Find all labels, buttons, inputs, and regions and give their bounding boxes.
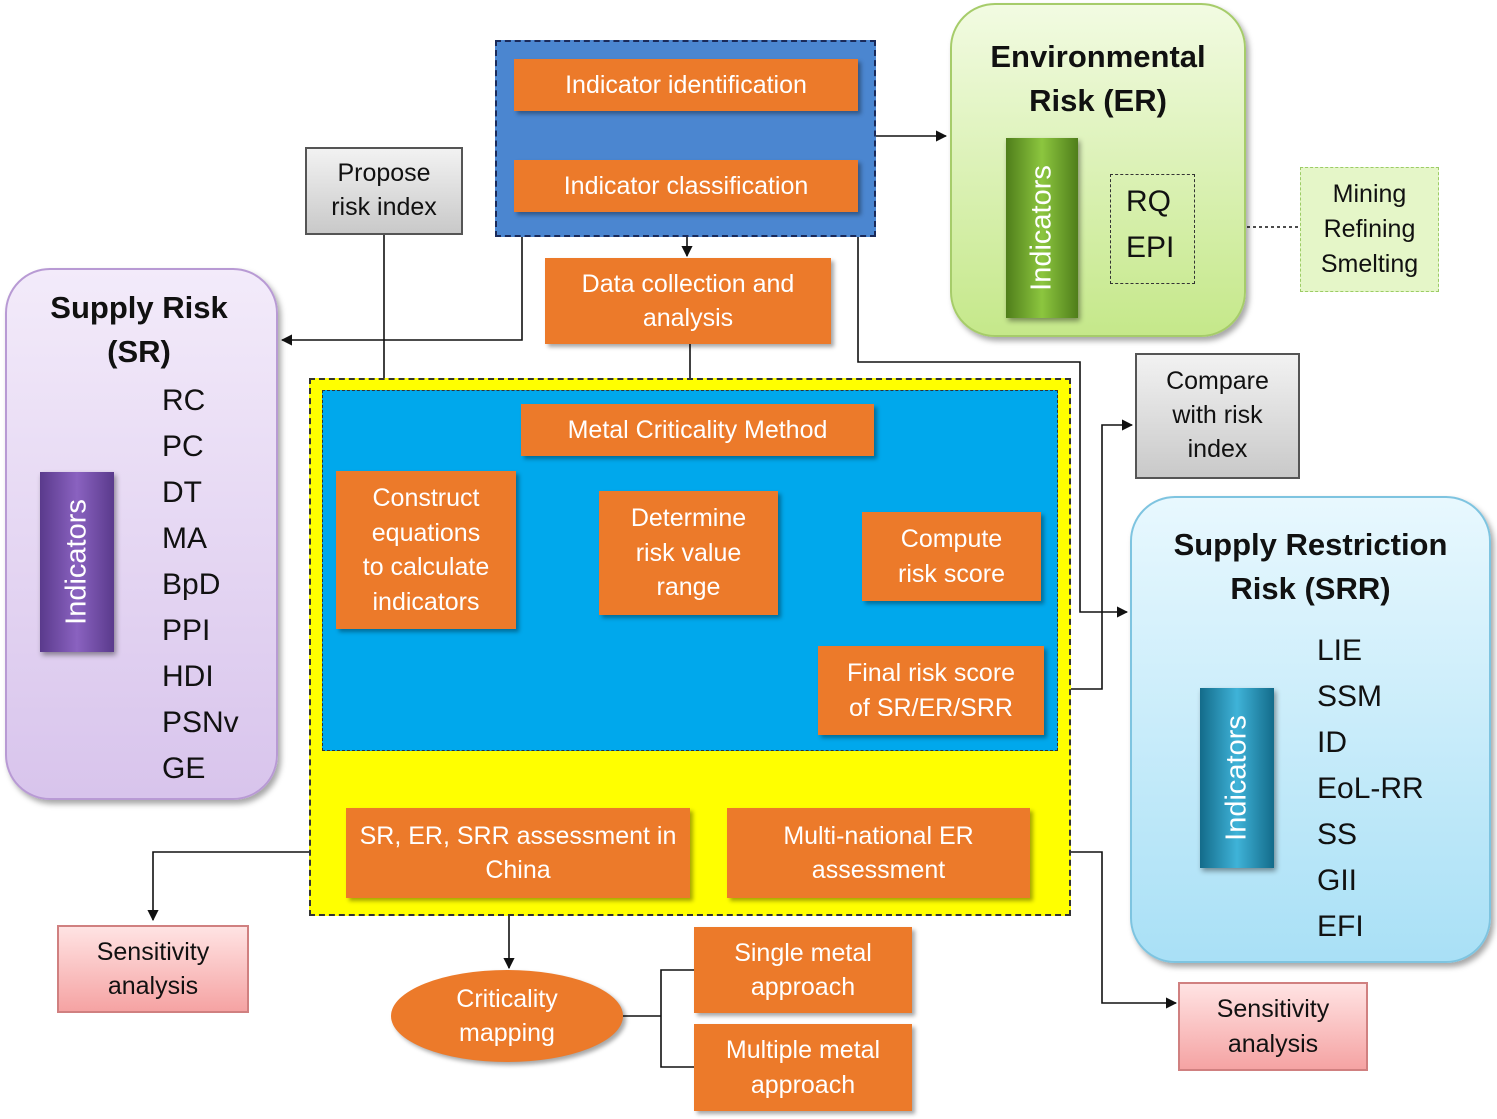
sr-indicator: RC <box>162 384 206 417</box>
compare-risk-index-box: Compare with risk index <box>1135 353 1300 479</box>
sr-indicator: DT <box>162 476 202 509</box>
supply-risk-panel: Supply Risk (SR) Indicators RC PC DT MA … <box>5 268 278 800</box>
er-indicator-group: RQ EPI <box>1110 174 1195 284</box>
supply-restriction-risk-panel: Supply Restriction Risk (SRR) Indicators… <box>1130 496 1491 963</box>
final-risk-score-box: Final risk score of SR/ER/SRR <box>818 646 1044 735</box>
multinational-er-box: Multi-national ER assessment <box>727 808 1030 898</box>
construct-equations-box: Construct equations to calculate indicat… <box>336 471 516 629</box>
indicator-identification-box: Indicator identification <box>514 59 858 111</box>
supply-risk-indicator-list: RC PC DT MA BpD PPI HDI PSNv GE <box>162 384 239 798</box>
er-indicator-list: RQ EPI <box>1126 185 1174 277</box>
single-metal-approach-box: Single metal approach <box>694 927 912 1013</box>
supply-risk-indicators-bar: Indicators <box>40 472 114 652</box>
supply-risk-title: Supply Risk (SR) <box>50 290 228 370</box>
srr-indicator: EoL-RR <box>1317 772 1424 805</box>
environmental-risk-title: Environmental Risk (ER) <box>990 39 1206 119</box>
compute-risk-score-box: Compute risk score <box>862 512 1041 601</box>
environmental-risk-indicators-bar: Indicators <box>1006 138 1078 318</box>
criticality-mapping-ellipse: Criticality mapping <box>391 970 623 1062</box>
sr-indicator: MA <box>162 522 207 555</box>
assessment-china-box: SR, ER, SRR assessment in China <box>346 808 690 898</box>
srr-indicator: SS <box>1317 818 1358 851</box>
sr-indicator: GE <box>162 752 206 785</box>
er-indicator: RQ <box>1126 185 1171 218</box>
srr-indicators-bar: Indicators <box>1200 688 1274 868</box>
determine-risk-range-box: Determine risk value range <box>599 491 778 615</box>
data-collection-box: Data collection and analysis <box>545 258 831 344</box>
sensitivity-analysis-right: Sensitivity analysis <box>1178 982 1368 1071</box>
sr-indicator: BpD <box>162 568 221 601</box>
supply-risk-indicators-label: Indicators <box>60 499 93 625</box>
er-indicator: EPI <box>1126 231 1175 264</box>
srr-indicator-list: LIE SSM ID EoL-RR SS GII EFI <box>1317 634 1424 956</box>
srr-indicators-label: Indicators <box>1220 715 1253 841</box>
srr-indicator: LIE <box>1317 634 1363 667</box>
indicator-classification-box: Indicator classification <box>514 160 858 212</box>
sr-indicator: PPI <box>162 614 211 647</box>
environmental-risk-panel: Environmental Risk (ER) Indicators RQ EP… <box>950 3 1246 337</box>
sensitivity-analysis-left: Sensitivity analysis <box>57 925 249 1013</box>
supply-restriction-risk-title: Supply Restriction Risk (SRR) <box>1173 527 1448 607</box>
srr-indicator: EFI <box>1317 910 1364 943</box>
propose-risk-index-box: Propose risk index <box>305 147 463 235</box>
metal-criticality-method-label: Metal Criticality Method <box>521 404 874 456</box>
environmental-risk-indicators-label: Indicators <box>1025 165 1058 291</box>
sr-indicator: PSNv <box>162 706 239 739</box>
sr-indicator: HDI <box>162 660 214 693</box>
multiple-metal-approach-box: Multiple metal approach <box>694 1024 912 1111</box>
sr-indicator: PC <box>162 430 204 463</box>
srr-indicator: GII <box>1317 864 1358 897</box>
srr-indicator: SSM <box>1317 680 1383 713</box>
srr-indicator: ID <box>1317 726 1347 759</box>
er-stages-box: Mining Refining Smelting <box>1300 167 1439 292</box>
